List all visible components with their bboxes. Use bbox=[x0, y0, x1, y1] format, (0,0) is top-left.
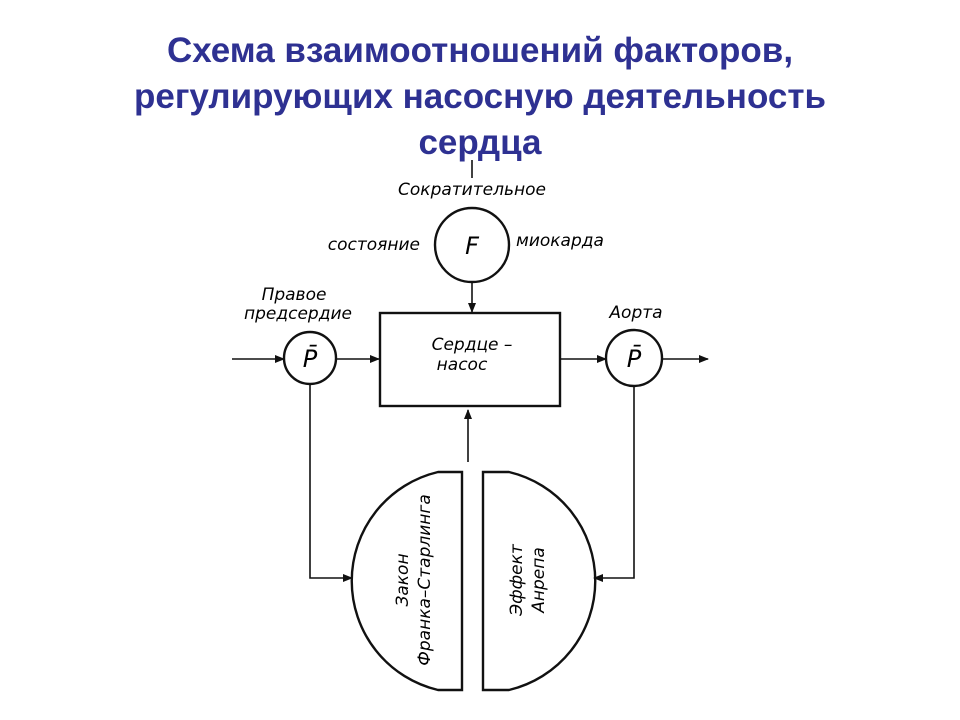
anrep-line2: Анрепа bbox=[529, 547, 549, 614]
label-contractile: Сократительное bbox=[398, 180, 546, 200]
frank-starling-line2: Франка–Старлинга bbox=[415, 494, 435, 666]
frank-starling-line1: Закон bbox=[393, 553, 413, 606]
label-right-atrium-1: Правое bbox=[262, 285, 327, 305]
label-right-atrium-2: предсердие bbox=[244, 304, 352, 324]
anrep-half bbox=[481, 470, 597, 692]
title-line-1: Схема взаимоотношений факторов, bbox=[166, 31, 794, 70]
label-aorta: Аорта bbox=[608, 303, 662, 323]
label-state: состояние bbox=[328, 235, 420, 255]
title-line-3: сердца bbox=[418, 123, 542, 162]
aorta-symbol: P̄ bbox=[627, 344, 642, 373]
anrep-line1: Эффект bbox=[507, 543, 527, 617]
atrium-to-frank-starling bbox=[309, 384, 353, 582]
title-line-2: регулирующих насосную деятельность bbox=[133, 77, 826, 116]
right-atrium-symbol: P̄ bbox=[303, 344, 318, 373]
contractility-symbol: F bbox=[465, 232, 480, 260]
slide-title: Схема взаимоотношений факторов, регулиру… bbox=[0, 28, 960, 166]
label-myocardium: миокарда bbox=[516, 231, 604, 251]
pump-label-line1: Сердце – bbox=[432, 335, 513, 355]
aorta-to-anrep bbox=[593, 386, 635, 582]
pump-label-line2: насос bbox=[437, 355, 488, 375]
frank-starling-half bbox=[350, 470, 464, 692]
